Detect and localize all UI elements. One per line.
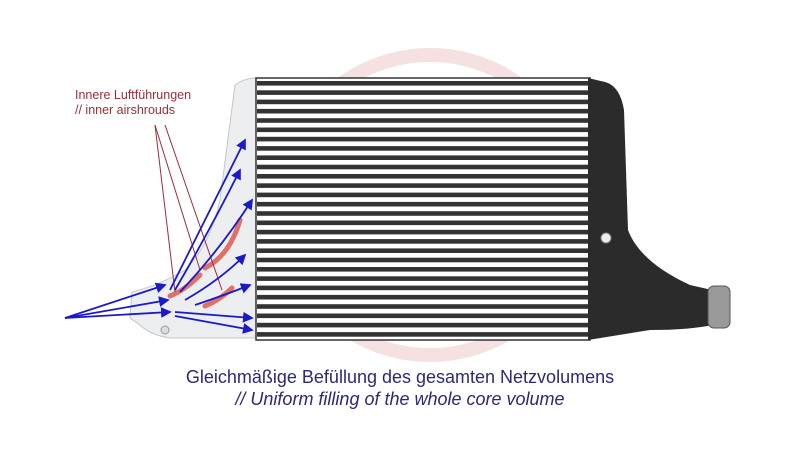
airflow-arrows (64, 138, 254, 334)
core-fin (257, 313, 589, 319)
core-fin (257, 99, 589, 105)
core-fin (257, 183, 589, 188)
outlet-pipe (707, 285, 731, 329)
core-fin (257, 146, 589, 151)
outlet-end-tank (588, 78, 712, 340)
core-fins (257, 81, 589, 337)
core-fin (257, 211, 589, 216)
caption-english: // Uniform filling of the whole core vol… (235, 389, 565, 409)
core-fin (257, 276, 589, 281)
annotation-label-english: // inner airshrouds (75, 103, 176, 117)
core-fin (257, 322, 589, 328)
core-fin (257, 127, 589, 133)
core-fin (257, 267, 589, 272)
core-fin (257, 248, 589, 253)
core-fin (257, 192, 589, 198)
core-fin (257, 90, 589, 95)
core-fin (257, 229, 589, 235)
core-fin (257, 257, 589, 263)
core-fin (257, 294, 589, 300)
caption-german: Gleichmäßige Befüllung des gesamten Netz… (185, 367, 615, 387)
sensor-boss (160, 325, 170, 335)
core-fin (257, 136, 589, 142)
mounting-bolt (600, 232, 612, 244)
core-fin (257, 220, 589, 226)
annotation-label-german: Innere Luftführungen (75, 88, 192, 102)
core-fin (257, 118, 589, 123)
intercooler-core (255, 77, 591, 341)
core-fin (257, 155, 589, 160)
core-fin (257, 239, 589, 244)
core-fin (257, 332, 589, 337)
core-fin (257, 164, 589, 170)
core-fin (257, 108, 589, 114)
core-fin (257, 174, 589, 179)
core-fin (257, 201, 589, 207)
core-fin (257, 304, 589, 309)
core-fin (257, 81, 589, 86)
core-fin (257, 285, 589, 291)
